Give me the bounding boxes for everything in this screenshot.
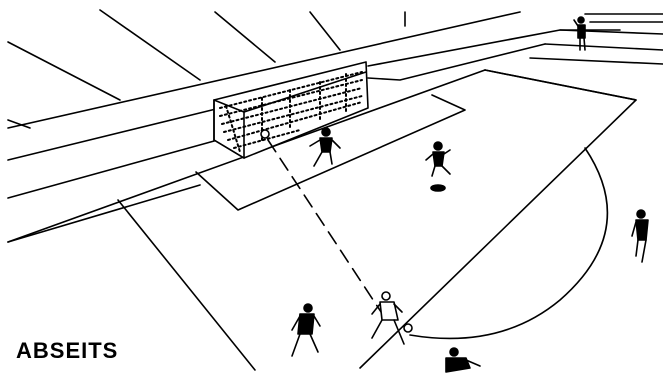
situation-caption: ABSEITS bbox=[16, 338, 119, 363]
defender-player-left bbox=[291, 303, 321, 357]
attacker-player bbox=[425, 141, 451, 192]
stand-lines bbox=[7, 9, 663, 129]
penalty-area-edge bbox=[359, 69, 637, 369]
offside-player bbox=[371, 291, 413, 345]
pass-line bbox=[267, 139, 386, 319]
ball-icon bbox=[260, 129, 270, 139]
field-line bbox=[117, 199, 256, 371]
crouching-player bbox=[445, 347, 481, 373]
perimeter-boards bbox=[7, 11, 621, 243]
goalkeeper-player bbox=[309, 127, 341, 167]
penalty-arc bbox=[409, 147, 609, 340]
linesman bbox=[573, 16, 586, 51]
defender-player-right bbox=[631, 209, 649, 263]
goal-area bbox=[195, 94, 466, 211]
goal-net bbox=[219, 71, 363, 153]
